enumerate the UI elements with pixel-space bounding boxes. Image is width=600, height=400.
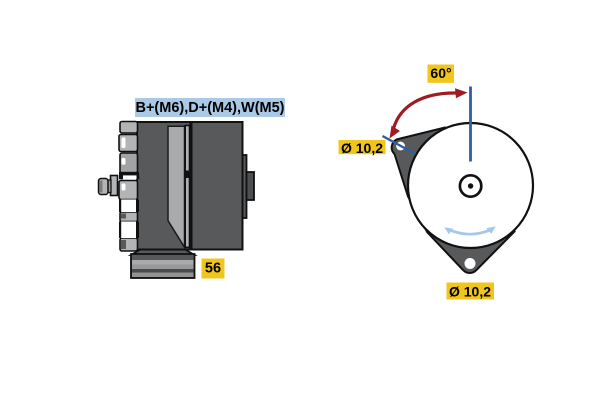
svg-text:56: 56 xyxy=(205,261,221,277)
svg-text:60°: 60° xyxy=(430,65,451,81)
svg-text:Ø 10,2: Ø 10,2 xyxy=(449,283,491,299)
svg-text:Ø 10,2: Ø 10,2 xyxy=(341,140,383,156)
svg-text:B+(M6),D+(M4),W(M5): B+(M6),D+(M4),W(M5) xyxy=(135,100,284,116)
